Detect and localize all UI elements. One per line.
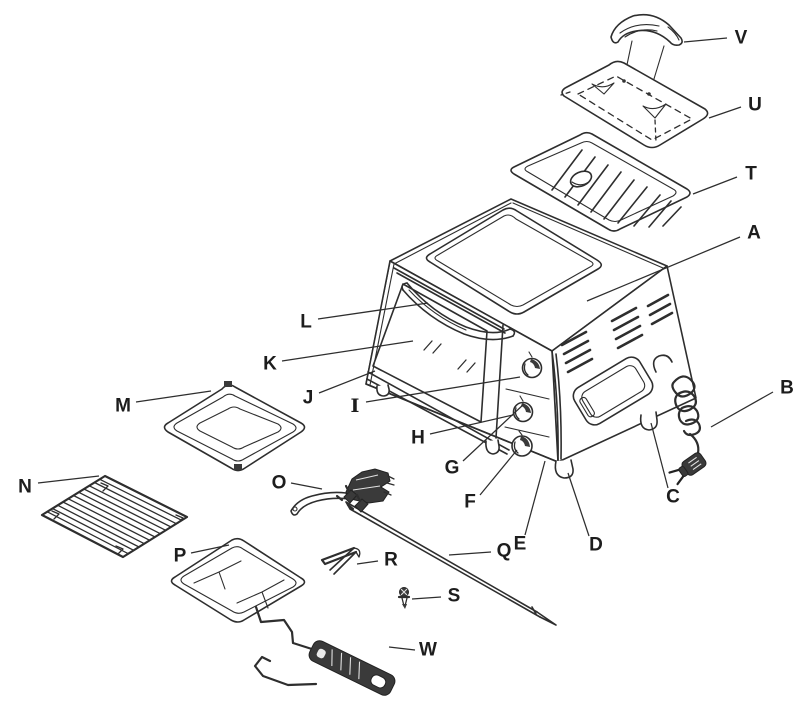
- leader-line-E: [524, 460, 546, 536]
- control-panel: [495, 324, 562, 463]
- part-label-V: V: [735, 28, 748, 49]
- leader-line-R: [356, 560, 379, 565]
- part-label-T: T: [745, 164, 757, 185]
- leader-line-C: [650, 422, 669, 489]
- leader-line-I: [365, 376, 521, 403]
- side-vents: [560, 293, 674, 374]
- leader-line-A: [586, 236, 741, 302]
- part-label-H: H: [411, 428, 425, 449]
- part-label-A: A: [747, 223, 761, 244]
- leader-line-V: [683, 37, 728, 43]
- part-label-W: W: [419, 640, 437, 661]
- tray-handle-part: [290, 468, 395, 516]
- lift-handle-part: [253, 605, 396, 696]
- power-plug: [668, 452, 707, 486]
- leader-line-U: [708, 106, 742, 119]
- leader-line-W: [388, 646, 416, 651]
- leader-line-K: [281, 340, 414, 362]
- part-label-S: S: [448, 586, 461, 607]
- leader-line-J: [318, 370, 376, 394]
- leader-line-O: [290, 482, 323, 490]
- part-label-D: D: [589, 535, 603, 556]
- part-label-G: G: [445, 458, 460, 479]
- leader-line-B: [710, 391, 774, 428]
- part-label-N: N: [18, 477, 32, 498]
- part-label-K: K: [263, 354, 277, 375]
- part-label-M: M: [115, 396, 131, 417]
- leader-line-G: [462, 403, 525, 462]
- crumb-tray-part: [170, 537, 306, 623]
- power-cord: [652, 354, 707, 486]
- part-label-P: P: [174, 546, 187, 567]
- leader-line-N: [37, 475, 100, 484]
- temperature-knob: [511, 430, 533, 457]
- feet: [376, 384, 658, 479]
- thumb-screw-part: [397, 587, 411, 609]
- part-label-U: U: [748, 95, 762, 116]
- part-label-B: B: [780, 378, 794, 399]
- glass-reflections: [423, 340, 476, 373]
- leader-line-P: [190, 544, 230, 554]
- part-label-Q: Q: [497, 541, 512, 562]
- leader-line-D: [567, 472, 590, 537]
- leader-line-L: [317, 302, 429, 320]
- part-label-O: O: [272, 473, 287, 494]
- lid-handle-part: [610, 13, 683, 93]
- leader-line-F: [479, 449, 518, 496]
- baking-pan-part: [163, 381, 306, 472]
- part-label-R: R: [384, 550, 398, 571]
- side-recess: [572, 356, 654, 426]
- leader-line-T: [692, 176, 738, 195]
- part-label-I: I: [351, 395, 360, 417]
- oven-body: [365, 198, 707, 486]
- labels-layer: V U T A B L K J I M HG N O F EQ D C P R S W: [18, 28, 794, 661]
- rotisserie-fork-part: [320, 546, 361, 575]
- leader-line-H: [429, 414, 514, 435]
- part-label-J: J: [303, 388, 314, 409]
- part-label-L: L: [300, 312, 312, 333]
- timer-knob: [521, 351, 543, 379]
- top-cover-part: [560, 60, 709, 149]
- rotisserie-spit-part: [335, 484, 557, 626]
- function-knob: [512, 395, 534, 423]
- part-label-F: F: [464, 492, 476, 513]
- leader-line-M: [135, 390, 212, 403]
- leader-line-S: [411, 596, 442, 600]
- grill-tray-part: [510, 131, 691, 232]
- part-label-E: E: [514, 534, 527, 555]
- leader-line-Q: [448, 551, 492, 556]
- part-label-C: C: [666, 487, 680, 508]
- wire-rack-part: [40, 474, 189, 559]
